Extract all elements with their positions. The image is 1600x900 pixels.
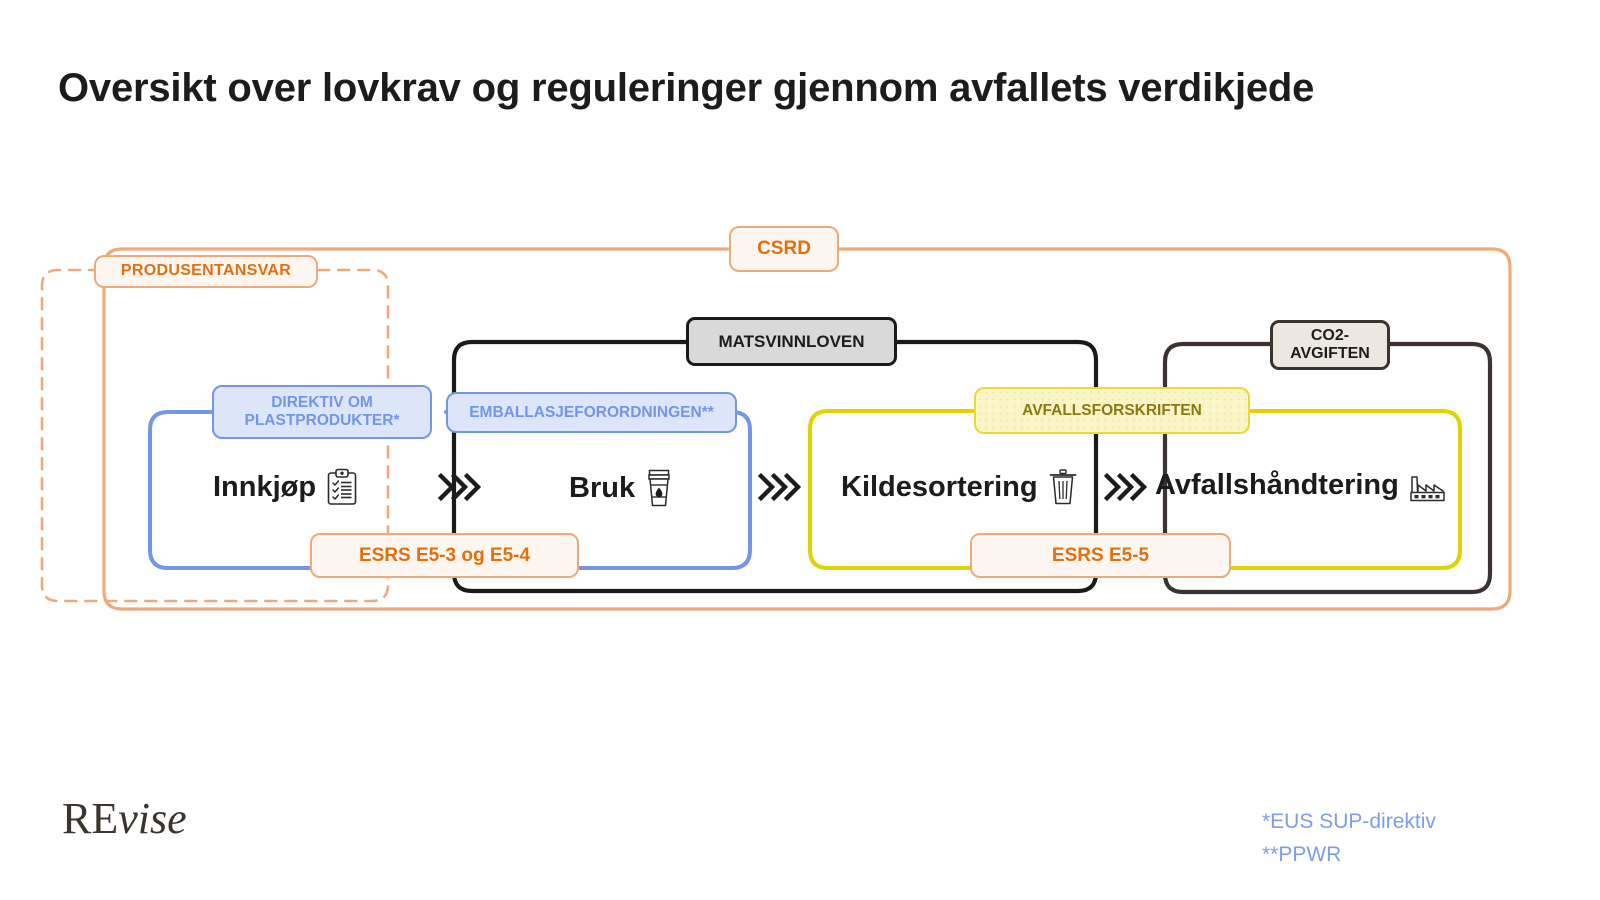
stage-innkjop-label: Innkjøp	[213, 470, 317, 503]
emballasjeforordningen-label-text: EMBALLASJEFORORDNINGEN**	[469, 403, 714, 421]
clipboard-checklist-icon	[326, 468, 358, 506]
csrd-label-text: CSRD	[757, 238, 811, 260]
direktiv-plastprodukter-line-1: DIREKTIV OM	[271, 394, 373, 412]
co2-avgiften-label[interactable]: CO2- AVGIFTEN	[1270, 320, 1390, 370]
esrs-e55-label-text: ESRS E5-5	[1051, 544, 1150, 566]
footnote-1: *EUS SUP-direktiv	[1262, 810, 1436, 833]
factory-icon	[1409, 468, 1447, 502]
avfallsforskriften-label-text: AVFALLSFORSKRIFTEN	[1022, 401, 1202, 419]
trash-bin-icon	[1048, 468, 1078, 506]
footnote-2: **PPWR	[1262, 842, 1342, 866]
stage-avfallshandtering-label: Avfallshåndtering	[1155, 468, 1399, 501]
revise-logo: REvise	[62, 793, 187, 844]
chevron-separator-3	[1103, 470, 1149, 504]
footnotes: *EUS SUP-direktiv **PPWR	[1262, 806, 1436, 871]
co2-avgiften-line-2: AVGIFTEN	[1290, 345, 1370, 362]
logo-suffix: vise	[118, 794, 187, 843]
stage-bruk-label: Bruk	[569, 471, 636, 504]
esrs-e53-e54-label[interactable]: ESRS E5-3 og E5-4	[310, 533, 579, 578]
stage-innkjop[interactable]: Innkjøp	[213, 468, 358, 506]
stage-avfallshandtering[interactable]: Avfallshåndtering	[1155, 468, 1447, 502]
direktiv-plastprodukter-label[interactable]: DIREKTIV OM PLASTPRODUKTER*	[212, 385, 432, 439]
stage-kildesortering[interactable]: Kildesortering	[841, 468, 1078, 506]
csrd-label[interactable]: CSRD	[729, 226, 839, 272]
produsentansvar-label[interactable]: PRODUSENTANSVAR	[94, 255, 318, 288]
matsvinnloven-label-text: MATSVINNLOVEN	[718, 331, 865, 351]
matsvinnloven-label[interactable]: MATSVINNLOVEN	[686, 317, 897, 366]
chevron-separator-2	[757, 470, 803, 504]
emballasjeforordningen-label[interactable]: EMBALLASJEFORORDNINGEN**	[446, 392, 737, 433]
coffee-cup-icon	[645, 468, 673, 508]
co2-avgiften-line-1: CO2-	[1310, 326, 1350, 344]
stage-kildesortering-label: Kildesortering	[841, 470, 1038, 503]
page-title: Oversikt over lovkrav og reguleringer gj…	[58, 66, 1315, 110]
stage-bruk[interactable]: Bruk	[569, 468, 673, 508]
chevron-separator-1	[437, 470, 483, 504]
logo-prefix: RE	[62, 794, 119, 843]
esrs-e55-label[interactable]: ESRS E5-5	[970, 533, 1231, 578]
avfallsforskriften-label[interactable]: AVFALLSFORSKRIFTEN	[974, 387, 1250, 434]
direktiv-plastprodukter-line-2: PLASTPRODUKTER*	[244, 412, 400, 429]
produsentansvar-label-text: PRODUSENTANSVAR	[120, 262, 292, 280]
esrs-e53-e54-label-text: ESRS E5-3 og E5-4	[358, 544, 531, 566]
